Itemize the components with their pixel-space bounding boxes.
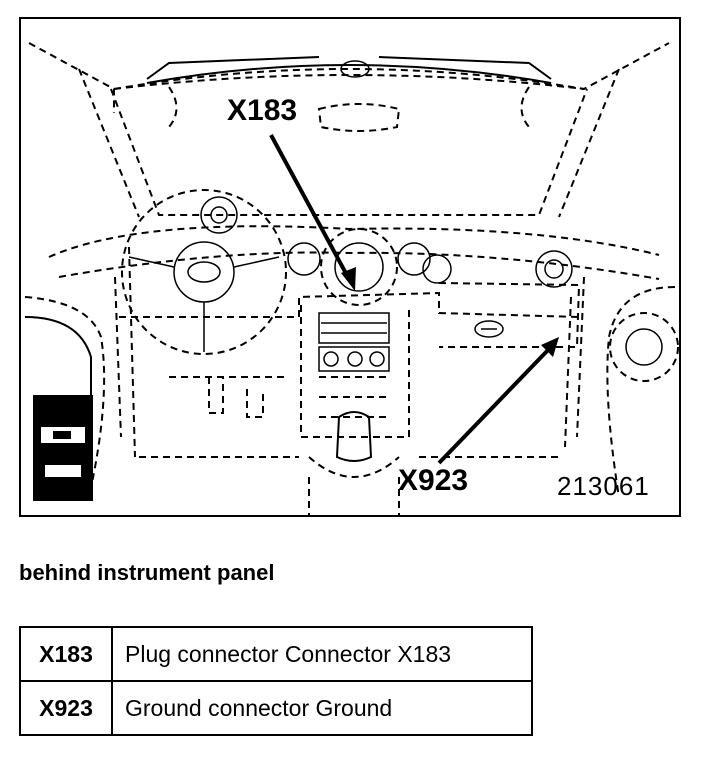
figure-caption: behind instrument panel: [19, 560, 275, 585]
window-switch-inset: [33, 395, 93, 501]
table-row: X923 Ground connector Ground: [19, 680, 533, 736]
x923-callout-label: X923: [398, 464, 468, 497]
x183-arrow: [269, 134, 356, 291]
x923-arrow: [437, 337, 559, 465]
connector-description: Ground connector Ground: [111, 680, 533, 736]
connector-code: X183: [19, 626, 113, 682]
connector-code: X923: [19, 680, 113, 736]
diagram-frame: [19, 17, 681, 517]
connector-description: Plug connector Connector X183: [111, 626, 533, 682]
x183-callout-label: X183: [227, 94, 297, 127]
car-interior-diagram: X183 X923 213061: [19, 17, 681, 517]
connector-legend-table: X183 Plug connector Connector X183 X923 …: [19, 626, 533, 736]
table-row: X183 Plug connector Connector X183: [19, 626, 533, 682]
interior-line-art: [24, 42, 679, 517]
figure-number: 213061: [557, 471, 650, 501]
